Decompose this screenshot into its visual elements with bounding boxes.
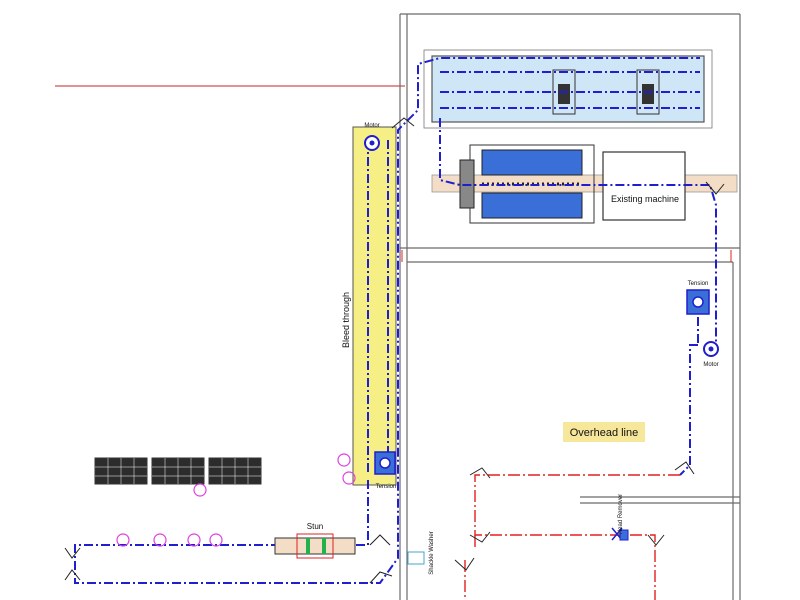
red-overhead-line xyxy=(464,474,680,600)
tension-bottom: Tension xyxy=(374,451,397,490)
tension-bottom-label: Tension xyxy=(376,484,397,490)
bleed-through-label: Bleed through xyxy=(341,292,351,348)
head-remover: Head Remover xyxy=(611,494,629,541)
overhead-line-label: Overhead line xyxy=(570,427,639,439)
stun-unit: Stun xyxy=(274,522,356,559)
tension-right-label: Tension xyxy=(688,281,709,287)
head-remover-label: Head Remover xyxy=(618,494,624,534)
corner-sprockets xyxy=(64,117,725,584)
building-walls xyxy=(55,13,741,600)
motor-top-label: Motor xyxy=(364,123,379,129)
roller-machine xyxy=(459,144,595,224)
stun-label: Stun xyxy=(307,522,323,531)
tension-right: Tension xyxy=(686,281,710,315)
existing-machine-label: Existing machine xyxy=(611,194,679,204)
machine-track xyxy=(431,174,738,193)
top-machine xyxy=(423,49,713,129)
shackle-washer: Shackle Washer xyxy=(407,531,435,575)
blue-conveyor xyxy=(74,57,717,584)
pink-markers xyxy=(116,453,356,547)
motor-right-label: Motor xyxy=(703,362,718,368)
bleed-zone xyxy=(352,126,397,486)
shackle-washer-label: Shackle Washer xyxy=(429,531,435,574)
wall-markers xyxy=(401,250,732,262)
overhead-line-badge: Overhead line xyxy=(563,422,645,442)
motor-right: Motor xyxy=(703,341,719,368)
motor-top: Motor xyxy=(364,123,380,151)
crate-grid-lines xyxy=(95,458,261,484)
